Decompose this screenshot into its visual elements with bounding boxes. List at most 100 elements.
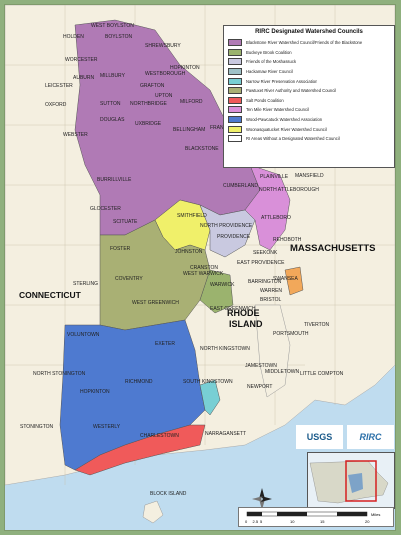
town-label: BRISTOL (260, 297, 282, 303)
label-island: ISLAND (229, 319, 263, 329)
legend-swatch (228, 106, 242, 114)
town-label: LITTLE COMPTON (300, 371, 344, 377)
town-label: EAST GREENWICH (210, 306, 256, 312)
region-salt-ponds (74, 424, 206, 476)
town-label: EXETER (155, 341, 175, 347)
block-island (142, 500, 164, 524)
town-label: WORCESTER (65, 57, 98, 63)
town-label: MANSFIELD (295, 173, 324, 179)
legend-swatch (228, 58, 242, 66)
town-label: OXFORD (45, 102, 67, 108)
town-label: BLACKSTONE (185, 146, 219, 152)
town-label: NORTH ATTLEBOROUGH (259, 187, 319, 193)
town-label: GRAFTON (140, 83, 165, 89)
label-massachusetts: MASSACHUSETTS (290, 243, 376, 254)
town-label: LEICESTER (45, 83, 73, 89)
town-label: COVENTRY (115, 276, 143, 282)
town-label: NORTHBRIDGE (130, 101, 168, 107)
town-label: MIDDLETOWN (265, 369, 299, 375)
legend-item: Ten Mile River Watershed Council (228, 105, 390, 115)
legend-swatch (228, 96, 242, 104)
town-label: BARRINGTON (248, 279, 282, 285)
legend-label: Narrow River Preservation Association (246, 78, 318, 84)
town-label: SUTTON (100, 101, 121, 107)
town-label: STERLING (73, 281, 98, 287)
town-label: GLOCESTER (90, 206, 121, 212)
town-label: NARRAGANSETT (205, 431, 246, 437)
town-label: FRANKLIN (210, 125, 235, 131)
scale-tick-label: 0 (245, 519, 248, 524)
town-label: BURRILLVILLE (97, 177, 132, 183)
town-label: WARWICK (210, 282, 235, 288)
legend-swatch (228, 68, 242, 76)
region-ten-mile (244, 164, 291, 251)
legend-label: Wood-Pawcatuck Watershed Association (246, 117, 323, 123)
town-label: UPTON (155, 93, 173, 99)
town-label: PROVIDENCE (217, 234, 251, 240)
town-label: WEST GREENWICH (132, 300, 179, 306)
label-rhode: RHODE (227, 308, 260, 318)
legend-item: Wood-Pawcatuck Watershed Association (228, 115, 390, 125)
legend-swatch (228, 125, 242, 133)
town-label: MILFORD (180, 99, 203, 105)
scale-tick-label: 2.5 (253, 519, 259, 524)
town-label: WESTERLY (93, 424, 121, 430)
legend-item: Salt Ponds Coalition (228, 96, 390, 106)
town-label: WESTBOROUGH (145, 71, 186, 77)
legend: RIRC Designated Watershed Councils Black… (223, 25, 395, 168)
legend-item: RI Areas Without a Designated Watershed … (228, 134, 390, 144)
town-label: WEST WARWICK (183, 271, 224, 277)
legend-label: Blackstone River Watershed Council/Frien… (246, 40, 363, 46)
town-label: CRANSTON (190, 265, 218, 271)
legend-label: RI Areas Without a Designated Watershed … (246, 136, 340, 142)
town-label: RICHMOND (125, 379, 153, 385)
region-buckeye (199, 269, 234, 314)
legend-label: Salt Ponds Coalition (246, 97, 284, 103)
legend-item: Woonasquatucket River Watershed Council (228, 124, 390, 134)
inset-svg (309, 460, 389, 504)
town-label: VOLUNTOWN (67, 332, 100, 338)
town-label: AUBURN (73, 75, 95, 81)
label-connecticut: CONNECTICUT (19, 290, 82, 300)
town-label: REHOBOTH (273, 237, 302, 243)
legend-title: RIRC Designated Watershed Councils (255, 29, 363, 35)
town-label: UXBRIDGE (135, 121, 162, 127)
town-label: WARREN (260, 288, 282, 294)
town-label: MILLBURY (100, 73, 126, 79)
scale-tick-label: 20 (365, 519, 370, 524)
town-label: STONINGTON (20, 424, 54, 430)
town-label: FOSTER (110, 246, 131, 252)
town-label: NORTH PROVIDENCE (200, 223, 253, 229)
town-label: HOPKINTON (80, 389, 110, 395)
town-label: NORTH KINGSTOWN (200, 346, 250, 352)
legend-item: Buckeye Brook Coalition (228, 48, 390, 58)
legend-label: Pawtuxet River Authority and Watershed C… (246, 88, 337, 94)
legend-item: Pawtuxet River Authority and Watershed C… (228, 86, 390, 96)
town-label: JAMESTOWN (245, 363, 277, 369)
town-label: JOHNSTON (175, 249, 203, 255)
legend-swatch (228, 77, 242, 85)
legend-item: Hackamaw River Council (228, 67, 390, 77)
scale-tick-label: 5 (260, 519, 263, 524)
north-arrow-icon (252, 488, 272, 510)
region-swansea (284, 266, 304, 296)
locator-inset-map (307, 452, 395, 509)
legend-label: Woonasquatucket River Watershed Council (246, 126, 327, 132)
legend-swatch (228, 39, 242, 47)
town-label: SOUTH KINGSTOWN (183, 379, 233, 385)
legend-swatch (228, 135, 242, 143)
town-label: PLAINVILLE (260, 174, 289, 180)
town-label: WEST BOYLSTON (91, 23, 134, 29)
scale-tick-label: 10 (290, 519, 295, 524)
legend-item: Friends of the Moshassuck (228, 57, 390, 67)
town-label: BOYLSTON (105, 34, 133, 40)
town-label: SMITHFIELD (177, 213, 207, 219)
legend-items: Blackstone River Watershed Council/Frien… (228, 38, 390, 144)
town-label: HOPKINTON (170, 65, 200, 71)
scale-unit: Miles (371, 512, 380, 517)
map-frame: MASSACHUSETTS CONNECTICUT RHODE ISLAND W… (4, 4, 396, 531)
region-moshassuck (199, 204, 256, 258)
town-label: CUMBERLAND (223, 183, 258, 189)
